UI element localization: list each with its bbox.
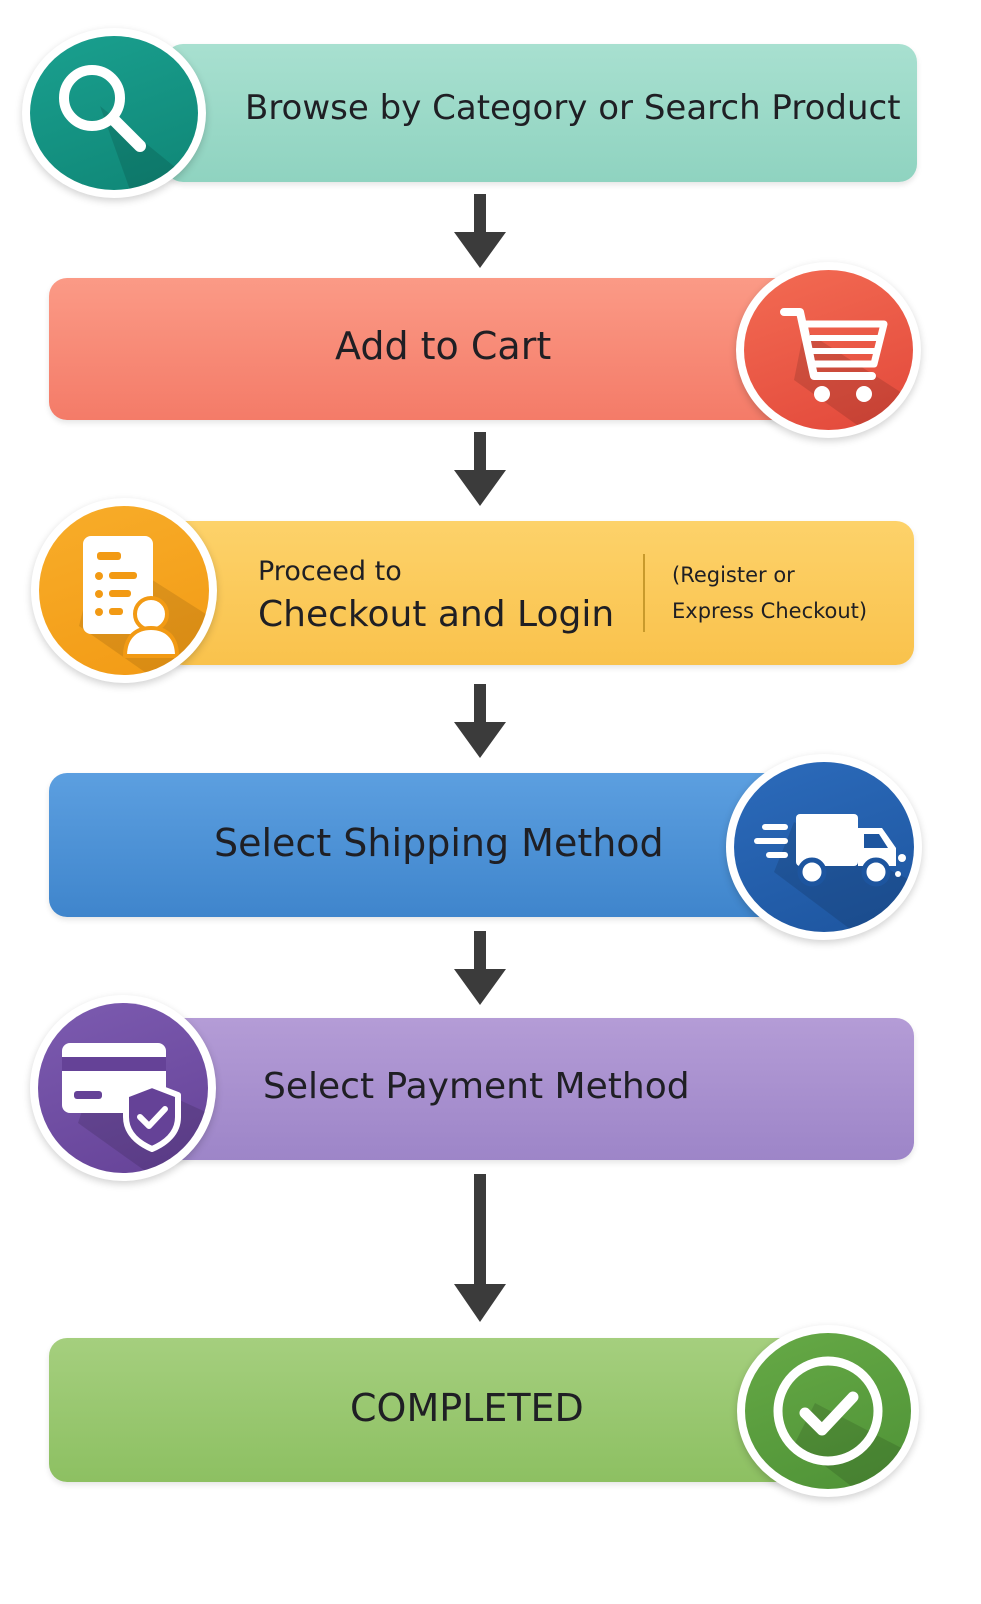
step-label: Select Payment Method — [263, 1066, 690, 1107]
step-label: Add to Cart — [335, 324, 552, 368]
secure-card-icon-badge — [30, 995, 216, 1181]
step-bar — [165, 521, 914, 665]
step-bar — [49, 278, 809, 420]
step-divider — [643, 554, 645, 632]
checkout-form-user-icon — [79, 536, 209, 675]
checkmark-icon — [773, 1356, 911, 1489]
down-arrow-icon — [454, 194, 506, 268]
step-note-line-1: (Register or — [672, 563, 795, 587]
down-arrow-icon — [454, 432, 506, 506]
step-label: Select Shipping Method — [214, 821, 664, 865]
step-bar — [165, 1018, 914, 1160]
down-arrow-icon — [454, 931, 506, 1005]
down-arrow-icon — [454, 684, 506, 758]
step-bar — [49, 1338, 809, 1482]
step-label: Browse by Category or Search Product — [245, 88, 901, 128]
cart-icon-badge — [736, 262, 921, 438]
checkout-form-user-icon-badge — [31, 498, 217, 683]
secure-card-icon — [62, 1043, 208, 1173]
step-label-line-1: Proceed to — [258, 556, 402, 587]
delivery-truck-icon — [754, 814, 914, 932]
step-label: COMPLETED — [350, 1386, 584, 1430]
step-bar — [165, 44, 917, 182]
checkmark-icon-badge — [737, 1325, 919, 1497]
step-bar — [49, 773, 809, 917]
down-arrow-icon — [454, 1174, 506, 1322]
search-icon — [59, 65, 198, 190]
delivery-truck-icon-badge — [726, 754, 922, 940]
step-label-line-2: Checkout and Login — [258, 594, 615, 635]
search-icon-badge — [22, 28, 206, 198]
step-note-line-2: Express Checkout) — [672, 599, 868, 623]
cart-icon — [780, 308, 913, 430]
